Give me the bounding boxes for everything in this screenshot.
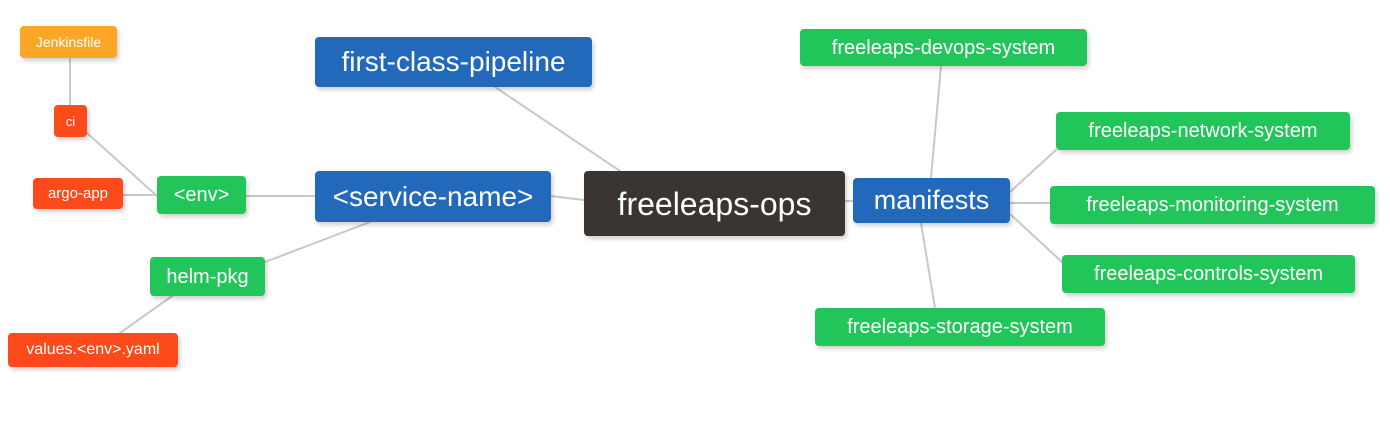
node-label-network: freeleaps-network-system (1088, 120, 1318, 142)
edge-storage-to-manifests (920, 222, 936, 309)
node-pipeline[interactable]: first-class-pipeline (315, 37, 592, 87)
node-label-pipeline: first-class-pipeline (341, 46, 566, 77)
node-devops[interactable]: freeleaps-devops-system (800, 29, 1087, 66)
node-env[interactable]: <env> (157, 176, 246, 214)
node-label-freeleaps-ops: freeleaps-ops (617, 185, 812, 222)
node-controls[interactable]: freeleaps-controls-system (1062, 255, 1355, 293)
node-freeleaps-ops[interactable]: freeleaps-ops (584, 171, 845, 236)
node-argo-app[interactable]: argo-app (33, 178, 123, 209)
node-label-values-yaml: values.<env>.yaml (26, 341, 160, 358)
edge-service-name-to-freeleaps-ops (550, 195, 585, 201)
node-network[interactable]: freeleaps-network-system (1056, 112, 1350, 150)
node-label-manifests: manifests (873, 185, 990, 215)
node-label-jenkinsfile: Jenkinsfile (35, 34, 102, 50)
node-label-env: <env> (173, 184, 230, 206)
edge-devops-to-manifests (930, 65, 942, 179)
node-monitoring[interactable]: freeleaps-monitoring-system (1050, 186, 1375, 224)
node-jenkinsfile[interactable]: Jenkinsfile (20, 26, 117, 58)
edge-pipeline-to-freeleaps-ops (494, 86, 621, 172)
node-helm-pkg[interactable]: helm-pkg (150, 257, 265, 296)
node-label-helm-pkg: helm-pkg (166, 265, 249, 288)
edge-helm-pkg-to-values-yaml (119, 295, 173, 334)
node-label-argo-app: argo-app (47, 185, 109, 202)
node-service-name[interactable]: <service-name> (315, 171, 551, 222)
node-label-ci: ci (65, 113, 76, 129)
edge-network-to-manifests (1009, 149, 1057, 193)
node-label-storage: freeleaps-storage-system (847, 316, 1073, 338)
node-label-service-name: <service-name> (332, 180, 534, 212)
node-values-yaml[interactable]: values.<env>.yaml (8, 333, 178, 367)
node-manifests[interactable]: manifests (853, 178, 1010, 223)
node-label-devops: freeleaps-devops-system (831, 36, 1056, 59)
node-label-monitoring: freeleaps-monitoring-system (1086, 194, 1339, 216)
edge-service-name-to-helm-pkg (264, 221, 371, 263)
node-label-controls: freeleaps-controls-system (1094, 263, 1323, 285)
node-storage[interactable]: freeleaps-storage-system (815, 308, 1105, 346)
node-ci[interactable]: ci (54, 105, 87, 137)
